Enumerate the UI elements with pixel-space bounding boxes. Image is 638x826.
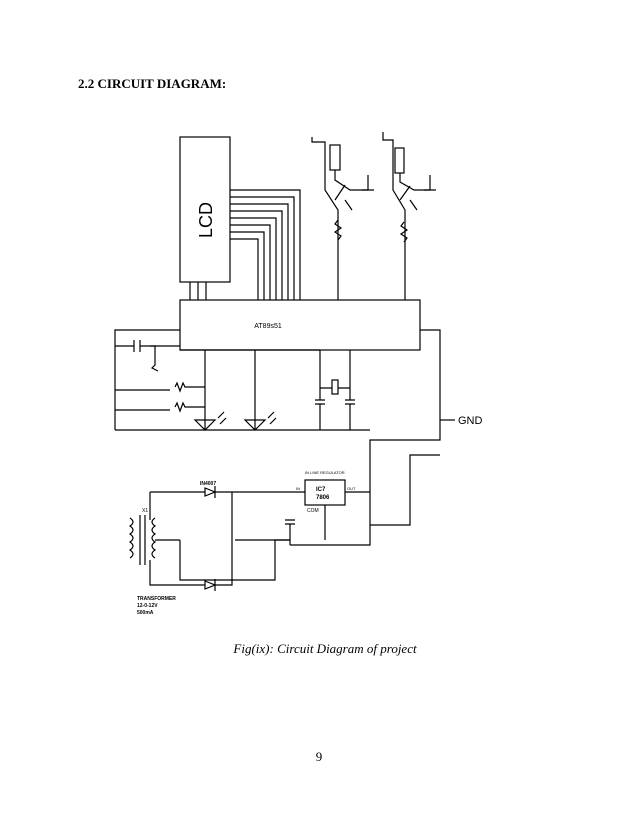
transformer-ref: X1	[142, 508, 148, 514]
transformer-label: TRANSFORMER	[137, 596, 176, 602]
regulator-title: IN LINE REGULATOR	[305, 470, 345, 475]
led-indicators	[180, 349, 320, 431]
regulator-in: IN	[296, 486, 300, 491]
figure-caption: Fig(ix): Circuit Diagram of project	[233, 641, 417, 656]
crystal-oscillator	[115, 350, 370, 431]
regulator-com: COM	[307, 508, 319, 514]
page-number: 9	[315, 749, 323, 764]
regulator-line2: 7806	[316, 495, 330, 501]
lcd-data-bus	[230, 189, 301, 300]
transformer-current: 500mA	[137, 610, 154, 616]
regulator-out: OUT	[347, 486, 356, 491]
section-heading: 2.2 CIRCUIT DIAGRAM:	[78, 76, 227, 91]
lcd-module	[179, 136, 231, 283]
mcu-label: AT89s51	[254, 323, 282, 330]
regulator-line1: IC7	[316, 487, 326, 493]
sensor-circuit-2	[382, 132, 436, 300]
mcu-chip	[179, 299, 421, 351]
lcd-label: LCD	[196, 202, 216, 238]
power-supply	[149, 454, 440, 591]
transformer	[128, 515, 180, 565]
transformer-rating: 12-0-12V	[137, 603, 158, 609]
gnd-line	[369, 329, 441, 455]
gnd-label: GND	[458, 415, 483, 427]
reset-circuit	[114, 329, 205, 430]
circuit-diagram: LCD AT89s51 GND IN4007 IN LINE REGULATOR…	[114, 132, 483, 616]
diode-label: IN4007	[200, 481, 216, 487]
sensor-circuit-1	[311, 137, 374, 300]
